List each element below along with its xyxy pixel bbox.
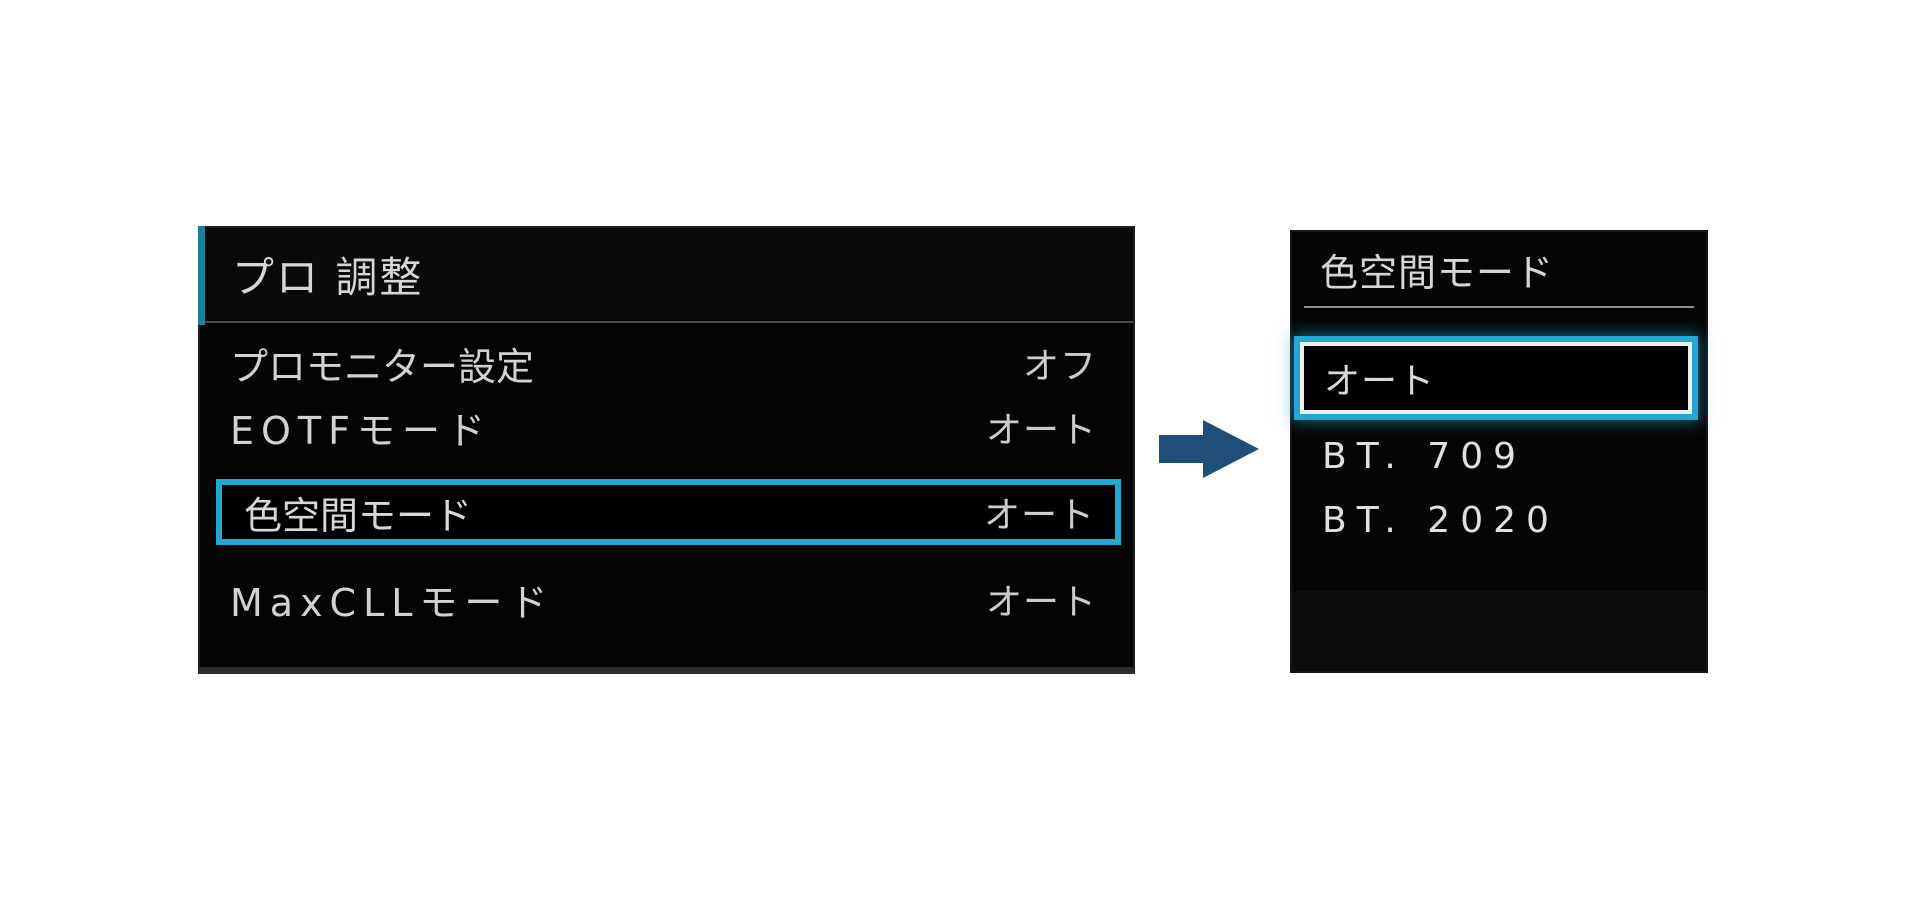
- menu-item-value: オート: [985, 410, 1097, 451]
- menu-item-maxcll-mode[interactable]: MaxCLLモード オート: [200, 569, 1133, 629]
- menu-title: プロ 調整: [200, 228, 1133, 323]
- option-bt709[interactable]: BT. 709: [1292, 424, 1706, 488]
- color-space-mode-submenu-panel: 色空間モード オート BT. 709 BT. 2020: [1290, 230, 1708, 673]
- pro-adjustment-menu-panel: プロ 調整 プロモニター設定 オフ EOTFモード オート 色空間モード オート…: [198, 226, 1135, 674]
- option-auto-selected[interactable]: オート: [1300, 342, 1692, 414]
- option-label: オート: [1324, 361, 1436, 402]
- menu-item-value: オート: [983, 495, 1095, 536]
- option-list: BT. 709 BT. 2020: [1292, 424, 1706, 552]
- menu-rows: プロモニター設定 オフ EOTFモード オート 色空間モード オート MaxCL…: [200, 323, 1133, 667]
- menu-item-label: EOTFモード: [230, 408, 492, 453]
- menu-item-value: オート: [985, 582, 1097, 623]
- menu-item-label: プロモニター設定: [230, 344, 535, 389]
- menu-item-label: MaxCLLモード: [230, 580, 555, 625]
- menu-item-color-space-mode-selected[interactable]: 色空間モード オート: [216, 479, 1121, 545]
- title-divider: [1304, 306, 1694, 308]
- title-accent-strip: [198, 226, 205, 325]
- menu-item-value: オフ: [1022, 346, 1097, 387]
- menu-item-eotf-mode[interactable]: EOTFモード オート: [200, 397, 1133, 457]
- menu-item-label: 色空間モード: [244, 493, 473, 538]
- submenu-title: 色空間モード: [1320, 250, 1555, 295]
- option-label: BT. 709: [1322, 435, 1527, 477]
- option-label: BT. 2020: [1322, 499, 1559, 541]
- option-bt2020[interactable]: BT. 2020: [1292, 488, 1706, 552]
- right-arrow-icon: [1159, 420, 1259, 478]
- panel-footer-shade: [1292, 591, 1706, 671]
- menu-item-pro-monitor-setting[interactable]: プロモニター設定 オフ: [200, 333, 1133, 393]
